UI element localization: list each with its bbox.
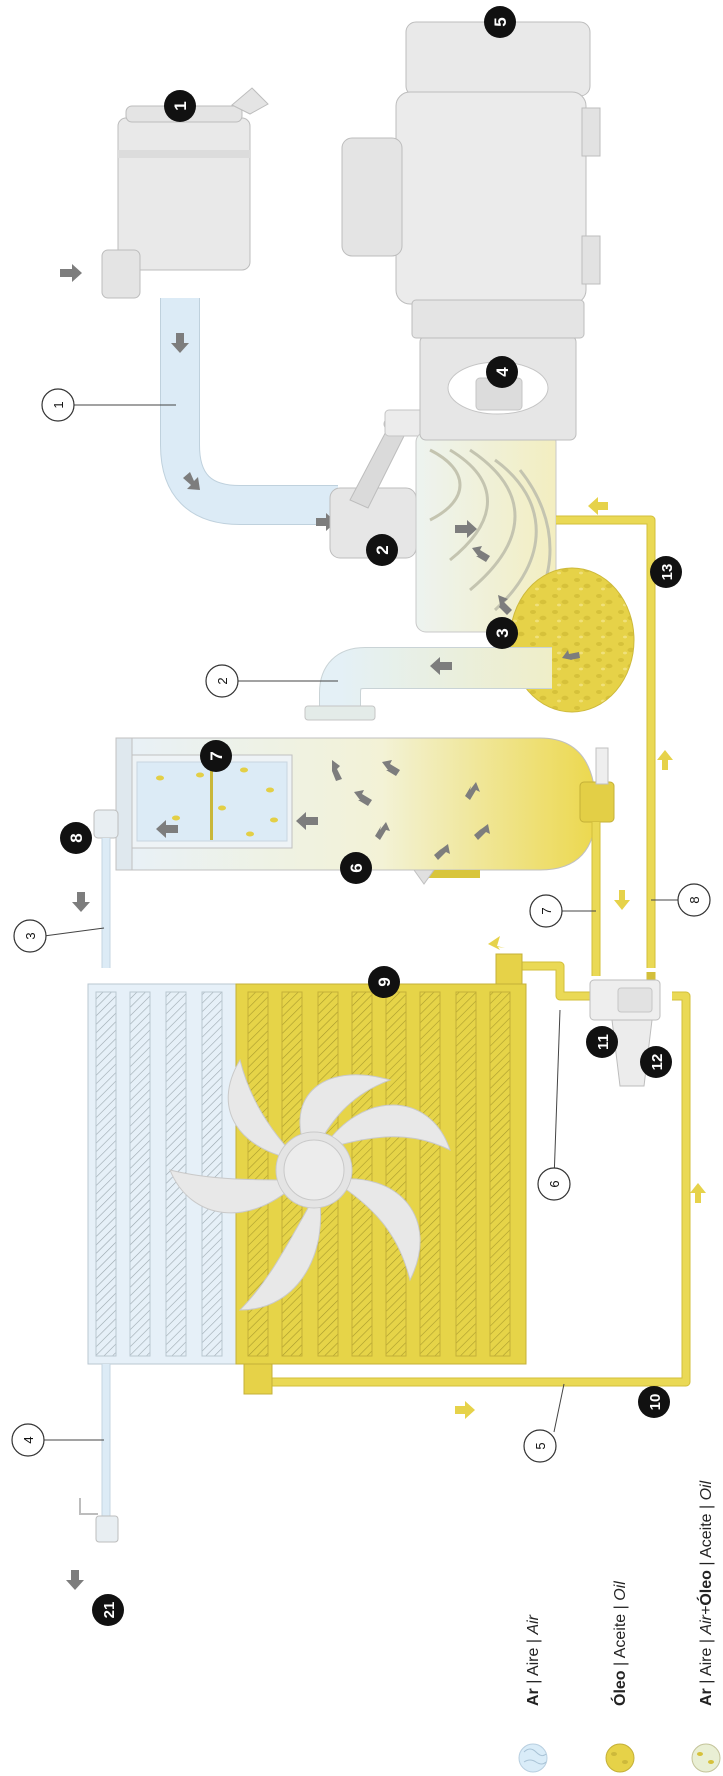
component-label-7: 7 — [207, 751, 226, 760]
legend-oil: Óleo | Aceite | Oil — [610, 1581, 629, 1706]
oil-drop-chamber — [510, 568, 634, 712]
line-label-1: 1 — [51, 401, 66, 408]
component-label-8: 8 — [67, 833, 86, 842]
line-label-8: 8 — [687, 896, 702, 903]
outlet-ball-valve — [80, 1498, 118, 1542]
component-label-9: 9 — [375, 977, 394, 986]
electric-motor — [342, 22, 600, 338]
line-label-5: 5 — [533, 1442, 548, 1449]
line-label-3: 3 — [23, 932, 38, 939]
component-label-10: 10 — [647, 1394, 664, 1411]
line-label-6: 6 — [547, 1180, 562, 1187]
line-label-2: 2 — [215, 677, 230, 684]
component-label-4: 4 — [493, 367, 512, 377]
air-oil-swatch-icon — [692, 1744, 720, 1772]
component-label-5: 5 — [491, 17, 510, 26]
component-label-3: 3 — [493, 628, 512, 637]
component-label-21: 21 — [101, 1602, 118, 1619]
line-label-4: 4 — [21, 1436, 36, 1443]
component-label-13: 13 — [659, 564, 676, 581]
legend: Ar | Aire | Air Óleo | Aceite | Oil Ar |… — [519, 1480, 720, 1772]
legend-air: Ar | Aire | Air — [525, 1614, 542, 1706]
air-swatch-icon — [519, 1744, 547, 1772]
coupling-housing — [420, 336, 576, 440]
flow-arrow — [60, 264, 82, 282]
component-label-12: 12 — [649, 1054, 666, 1071]
air-oil-cooler — [88, 984, 526, 1364]
component-label-2: 2 — [373, 545, 392, 554]
minimum-pressure-valve — [94, 810, 118, 838]
line-label-7: 7 — [539, 907, 554, 914]
component-label-1: 1 — [171, 101, 190, 110]
thermostatic-valve — [590, 980, 660, 1020]
oil-swatch-icon — [606, 1744, 634, 1772]
legend-air-oil: Ar | Aire | Air+Óleo | Aceite | Oil — [696, 1480, 715, 1706]
component-label-11: 11 — [595, 1034, 612, 1050]
component-label-6: 6 — [347, 863, 366, 872]
